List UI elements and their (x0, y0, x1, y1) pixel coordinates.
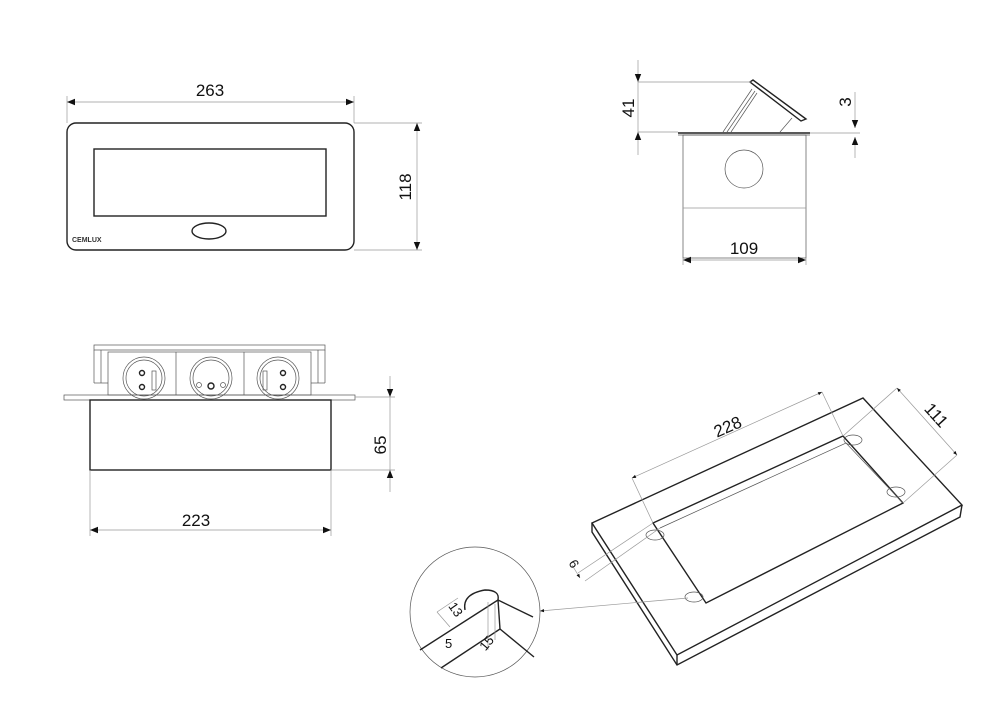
dim-label-3: 3 (836, 97, 855, 106)
front-lid-window (93, 148, 327, 217)
dim-label-41: 41 (619, 99, 638, 118)
dim-label-109: 109 (730, 239, 758, 258)
cable-hole (724, 149, 764, 189)
detail-dim-15: 15 (476, 633, 497, 654)
dim-line-228 (631, 391, 823, 479)
detail-dim-13: 13 (445, 599, 466, 619)
detail-circle (409, 546, 541, 678)
front-frame (66, 122, 355, 251)
dim-line-111 (896, 387, 958, 456)
socket (122, 356, 166, 400)
detail-leader (539, 597, 689, 613)
side-view: 41 3 109 (619, 60, 860, 265)
dim-label-118: 118 (396, 173, 415, 200)
socket (256, 356, 300, 400)
elevation-box (89, 399, 332, 471)
brand-logo: CEMLUX (72, 237, 102, 244)
front-view: CEMLUX 263 118 (66, 81, 422, 251)
elevation-view: 65 223 (63, 344, 395, 536)
lid-release-button (191, 222, 227, 240)
dim-label-228: 228 (711, 413, 745, 442)
dim-label-223: 223 (182, 511, 210, 530)
cutout-hole (651, 435, 905, 604)
detail-view: 13 5 15 (409, 546, 541, 678)
dim-label-65: 65 (371, 436, 390, 455)
dim-label-111: 111 (920, 399, 951, 431)
detail-dim-5: 5 (445, 636, 452, 651)
dim-label-263: 263 (196, 81, 224, 100)
cutout-isometric-view: 228 111 6 (539, 387, 964, 666)
open-lid (748, 79, 808, 122)
socket (189, 356, 233, 400)
